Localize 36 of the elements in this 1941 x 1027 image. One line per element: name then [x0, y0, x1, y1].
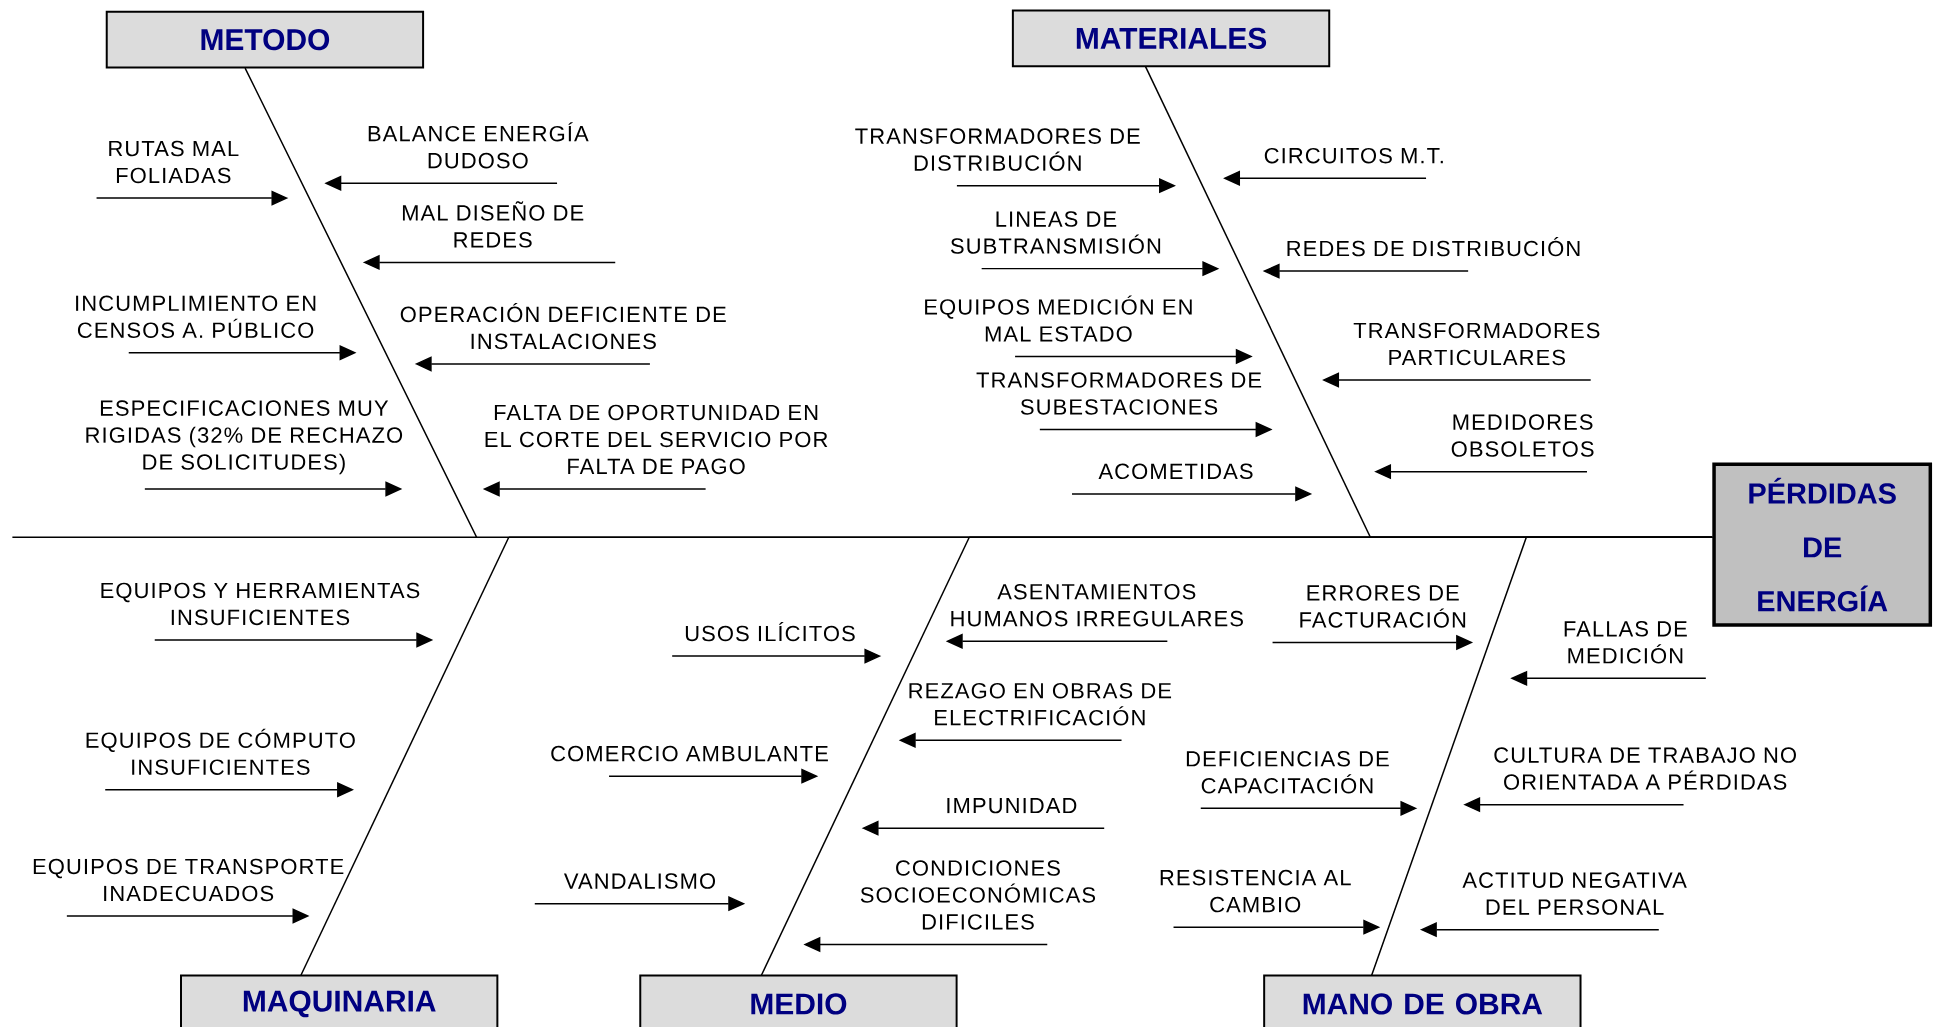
- cause-label: IMPUNIDAD: [947, 797, 1077, 814]
- cause-label: ACOMETIDAS: [1098, 463, 1253, 479]
- cause-label: CIRCUITOS M.T.: [1264, 147, 1443, 164]
- cause-label: TRANSFORMADORES DE DISTRIBUCIÓN: [855, 128, 1140, 171]
- cause-label: TRANSFORMADORES PARTICULARES: [1353, 322, 1600, 365]
- cause-label: EQUIPOS Y HERRAMIENTAS INSUFICIENTES: [101, 582, 420, 625]
- category-box: MEDIO: [639, 974, 958, 1027]
- category-box: MANO DE OBRA: [1263, 974, 1582, 1027]
- cause-label: ERRORES DE FACTURACIÓN: [1300, 584, 1466, 628]
- cause-label: MEDIDORES OBSOLETOS: [1451, 414, 1594, 457]
- cause-label: EQUIPOS MEDICIÓN EN MAL ESTADO: [925, 295, 1192, 342]
- cause-label: MAL DISEÑO DE REDES: [402, 200, 584, 248]
- cause-label: CULTURA DE TRABAJO NO ORIENTADA A PÉRDIDAS: [1494, 747, 1796, 790]
- category-box: METODO: [105, 10, 425, 69]
- cause-label: COMERCIO AMBULANTE: [551, 745, 828, 762]
- cause-label: VANDALISMO: [563, 873, 716, 889]
- spine-line: [1525, 536, 1714, 538]
- effect-box: PÉRDIDAS DE ENERGÍA: [1712, 462, 1933, 627]
- cause-label: FALLAS DE MEDICIÓN: [1564, 620, 1687, 664]
- cause-label: EQUIPOS DE TRANSPORTE INADECUADOS: [33, 858, 344, 901]
- cause-label: REDES DE DISTRIBUCIÓN: [1287, 236, 1580, 257]
- cause-label: CONDICIONES SOCIOECONÓMICAS DIFICILES: [860, 860, 1096, 930]
- cause-label: EQUIPOS DE CÓMPUTO INSUFICIENTES: [86, 728, 355, 775]
- cause-label: REZAGO EN OBRAS DE ELECTRIFICACIÓN: [909, 682, 1172, 726]
- category-box: MATERIALES: [1011, 9, 1331, 67]
- cause-label: LINEAS DE SUBTRANSMISIÓN: [950, 211, 1161, 254]
- cause-label: OPERACIÓN DEFICIENTE DE INSTALACIONES: [400, 302, 726, 349]
- cause-label: USOS ILÍCITOS: [685, 621, 855, 642]
- category-box: MAQUINARIA: [180, 974, 499, 1027]
- cause-label: TRANSFORMADORES DE SUBESTACIONES: [976, 372, 1262, 415]
- cause-label: ACTITUD NEGATIVA DEL PERSONAL: [1462, 872, 1687, 915]
- cause-label: DEFICIENCIAS DE CAPACITACIÓN: [1186, 750, 1389, 794]
- cause-label: BALANCE ENERGÍA DUDOSO: [368, 121, 589, 169]
- cause-label: RESISTENCIA AL CAMBIO: [1160, 869, 1351, 913]
- cause-label: FALTA DE OPORTUNIDAD EN EL CORTE DEL SERVICIO POR FALTA DE PAGO: [485, 404, 828, 474]
- cause-label: ASENTAMIENTOS HUMANOS IRREGULARES: [951, 583, 1243, 627]
